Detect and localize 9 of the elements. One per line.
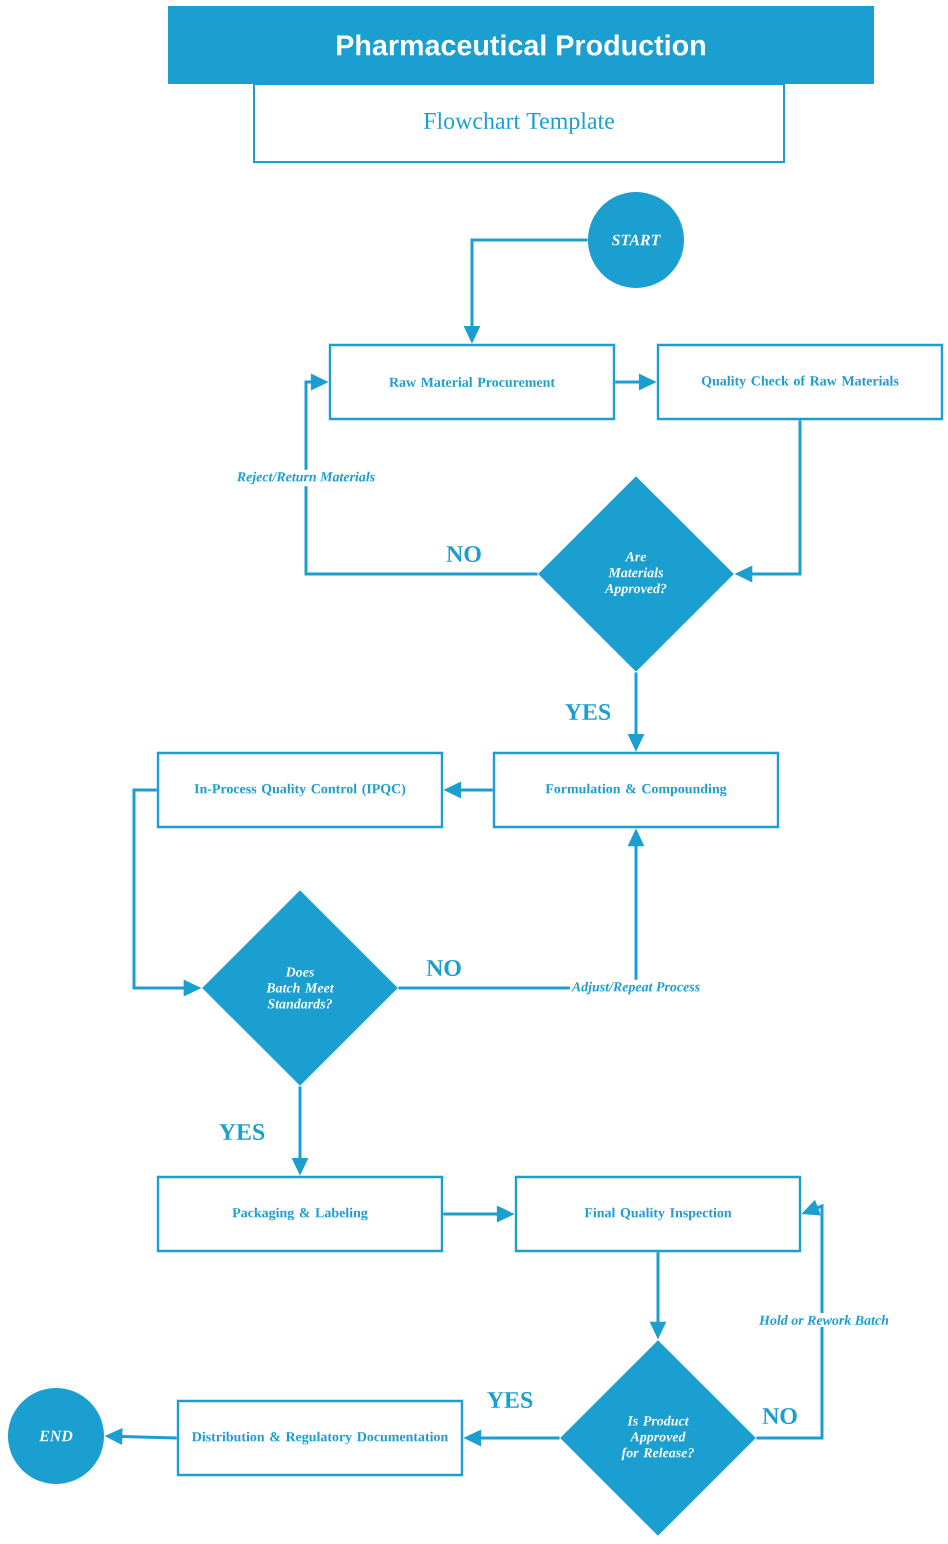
edge-label: YES [484, 1390, 536, 1411]
title-banner: Pharmaceutical Production [168, 6, 874, 84]
subtitle-box: Flowchart Template [253, 83, 785, 163]
edge-label: NO [444, 544, 484, 565]
edge-label: YES [216, 1122, 268, 1143]
edge-label: NO [760, 1406, 800, 1427]
arrow [304, 373, 538, 576]
edge-label: YES [562, 702, 614, 723]
edge-label: NO [424, 958, 464, 979]
